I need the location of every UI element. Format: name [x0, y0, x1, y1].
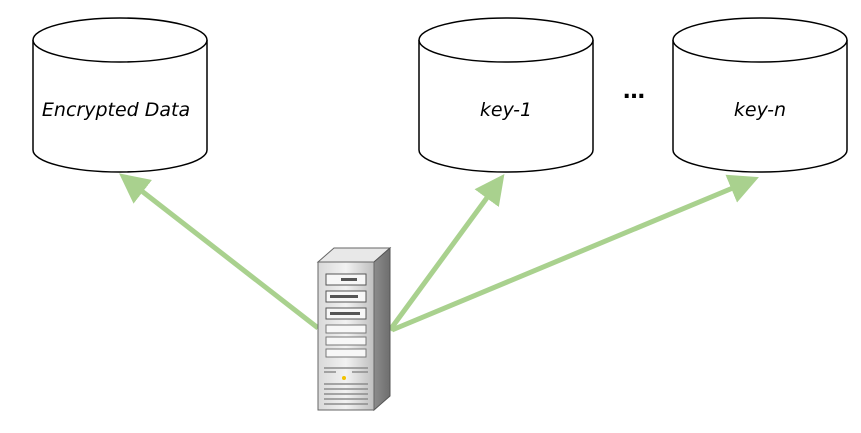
database-key-1: key-1 — [418, 17, 594, 173]
arrows — [119, 173, 759, 333]
arrow-to-encrypted-data — [119, 173, 320, 330]
database-label-key-1: key-1 — [480, 99, 532, 121]
server-tower-icon — [316, 246, 392, 412]
database-label-key-n: key-n — [734, 99, 786, 121]
arrow-to-key-n — [391, 174, 759, 333]
database-label-encrypted-data: Encrypted Data — [42, 99, 190, 121]
arrow-to-key-1 — [387, 173, 505, 332]
database-key-n: key-n — [672, 17, 848, 173]
ellipsis: … — [623, 79, 645, 104]
database-encrypted-data: Encrypted Data — [32, 17, 208, 173]
